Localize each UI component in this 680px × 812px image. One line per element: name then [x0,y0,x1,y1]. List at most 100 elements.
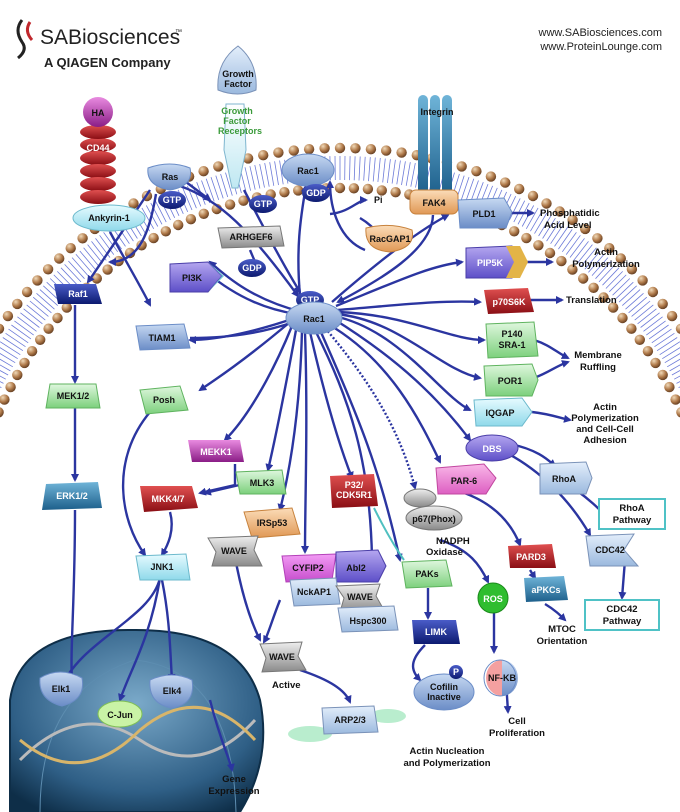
racgap1-node[interactable]: RacGAP1 [365,224,414,253]
membrane-ruffling-label-2: Ruffling [580,362,616,373]
jnk1-node[interactable]: JNK1 [135,553,191,581]
paks-node[interactable]: PAKs [401,559,453,589]
mlk3-label: MLK3 [250,478,275,488]
arp23-node[interactable]: ARP2/3 [288,705,406,742]
lipid-head [521,232,532,244]
website-url[interactable]: www.SABiosciences.com [538,27,663,39]
gtp-arhgef6[interactable]: GTP [249,195,277,213]
rac1-top-node[interactable]: Rac1 [281,153,335,187]
lipid-head [350,143,361,154]
lipid-head [77,233,88,244]
wave-node[interactable]: WAVE [207,535,263,567]
lipid-head [650,357,661,369]
apkcs-node[interactable]: aPKCs [524,576,568,602]
fak4-node[interactable]: FAK4 [409,189,459,215]
abl2-node[interactable]: Abl2 [335,549,387,583]
elk1-node[interactable]: Elk1 [39,671,84,707]
raf1-node[interactable]: Raf1 [54,284,102,304]
mlk3-node[interactable]: MLK3 [235,469,287,495]
pi3k-node[interactable]: PI3K [169,261,224,293]
nckap1-node[interactable]: NckAP1 [289,577,341,607]
wave-active-node[interactable]: WAVE [259,641,307,673]
lipid-head [500,177,511,188]
cd44-receptor: CD44 [80,125,116,204]
cdk5r1-label: CDK5R1 [336,490,372,500]
pld1-node[interactable]: PLD1 [457,197,513,229]
lipid-head [19,357,30,369]
gdp-rac1-top[interactable]: GDP [302,184,330,202]
lipid-head [541,198,552,209]
mkk47-node[interactable]: MKK4/7 [140,486,198,512]
hspc300-node[interactable]: Hspc300 [337,605,399,633]
cyfip2-node[interactable]: CYFIP2 [281,553,337,583]
lipid-head [509,226,520,237]
lipid-head [288,145,299,156]
limk-node[interactable]: LIMK [412,620,460,644]
posh-node[interactable]: Posh [139,385,189,415]
por1-node[interactable]: POR1 [483,363,539,397]
lipid-head [657,369,668,381]
ros-node[interactable]: ROS [477,582,509,614]
protein-lounge-url[interactable]: www.ProteinLounge.com [539,41,662,53]
rhoa-label: RhoA [552,474,576,484]
rac1-center-node[interactable]: Rac1 [285,301,343,335]
nfkb-node[interactable]: NF-KB [483,659,518,697]
posh-label: Posh [153,395,175,405]
mekk1-node[interactable]: MEKK1 [188,440,244,462]
tiam1-node[interactable]: TIAM1 [135,323,191,351]
irsp53-node[interactable]: IRSp53 [243,507,301,539]
p67-phox-label: p67(Phox) [412,514,456,524]
iqgap-node[interactable]: IQGAP [473,397,533,427]
ras-node[interactable]: Ras [147,163,192,191]
pip5k-node[interactable]: PIP5K [465,245,528,279]
actin-nucleation-label-2: and Polymerization [403,758,490,769]
gdp-arhgef6[interactable]: GDP [238,259,266,277]
translation-label: Translation [566,295,617,306]
arhgef6-node[interactable]: ARHGEF6 [217,225,285,249]
lipid-head [160,226,171,237]
lipid-head [544,247,556,259]
mek12-node[interactable]: MEK1/2 [45,383,101,409]
phosphatidic-label-2: Acid Level [544,220,592,231]
ha-label: HA [92,108,105,118]
pard3-node[interactable]: PARD3 [508,544,556,568]
gtp-ras[interactable]: GTP [158,191,186,209]
sra1-label: SRA-1 [498,340,525,350]
lipid-head [102,264,113,275]
par6-node[interactable]: PAR-6 [435,463,497,495]
p70s6k-node[interactable]: p70S6K [484,288,534,314]
elk4-node[interactable]: Elk4 [149,674,194,709]
dbs-node[interactable]: DBS [465,434,519,462]
erk12-node[interactable]: ERK1/2 [42,482,102,510]
rhoa-node[interactable]: RhoA [539,461,593,495]
nfkb-label: NF-KB [488,673,516,683]
actin-adhesion-label-1: Actin [593,402,617,413]
lipid-head [279,187,290,198]
irsp53-label: IRSp53 [257,518,288,528]
cjun-node[interactable]: C-Jun [97,700,143,728]
lipid-head [26,346,38,357]
lipid-head [666,310,678,322]
ankyrin-1-node[interactable]: Ankyrin-1 [72,204,146,232]
lipid-head [2,310,14,322]
cdc42-node[interactable]: CDC42 [585,533,640,567]
p67-phox-node[interactable]: p67(Phox) [403,488,463,531]
cdc42-pathway-label-2: Pathway [603,616,642,627]
pi3k-label: PI3K [182,273,203,283]
lipid-head [362,183,374,195]
p32-cdk5r1-node[interactable]: P32/CDK5R1 [330,474,378,508]
trademark: ™ [175,29,182,36]
cd44-label: CD44 [86,143,109,153]
receptor-label-2: Factor [223,116,251,126]
arp23-label: ARP2/3 [334,715,366,725]
